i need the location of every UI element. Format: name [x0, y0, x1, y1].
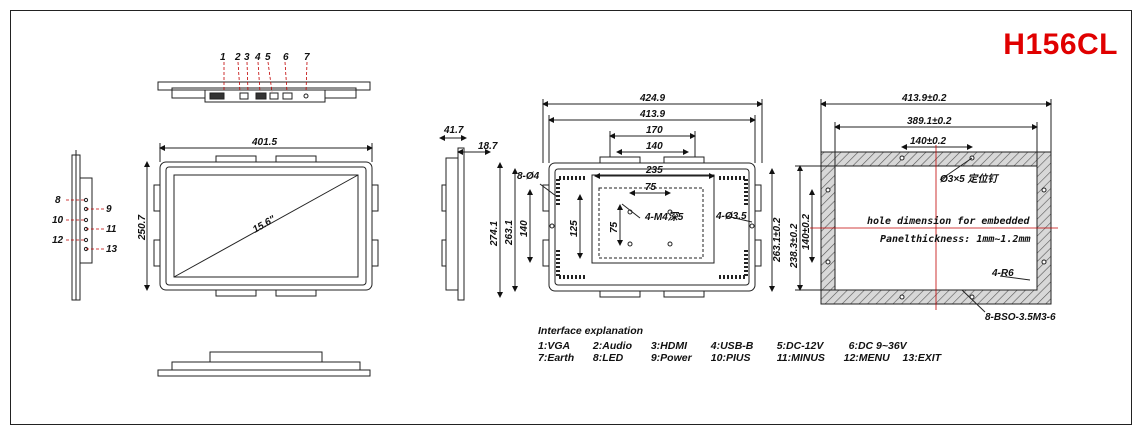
- top-view-port-numbers: 1 2 3 4 5 6 7: [220, 52, 310, 63]
- legend-item: 4:USB-B: [710, 340, 754, 352]
- legend-item: 1:VGA: [538, 340, 571, 352]
- legend-item: 8:LED: [592, 352, 624, 364]
- front-height: 250.7: [137, 215, 148, 241]
- legend-item: 9:Power: [650, 352, 692, 364]
- back-width: 413.9: [639, 109, 665, 120]
- profile-depth-total: 41.7: [443, 125, 464, 136]
- back-height: 263.1: [504, 220, 515, 246]
- back-vesa-small-height: 75: [609, 221, 620, 233]
- cutout-note-line1: hole dimension for embedded: [867, 215, 1031, 227]
- legend-item: 6:DC 9~36V: [848, 340, 907, 352]
- legend-item: 12:MENU: [843, 352, 890, 364]
- back-view: [497, 99, 775, 298]
- cutout-outer-width: 413.9±0.2: [901, 93, 947, 104]
- legend-item: 7:Earth: [538, 352, 575, 364]
- back-height-inner: 140: [519, 220, 530, 237]
- cutout-standoff: 8-BSO-3.5M3-6: [985, 312, 1056, 323]
- port-number-3: 3: [244, 52, 250, 63]
- back-right-height: 263.1±0.2: [772, 217, 783, 263]
- port-number-11: 11: [106, 224, 117, 235]
- drawing-frame: [10, 10, 1132, 425]
- front-width: 401.5: [251, 137, 277, 148]
- port-number-12: 12: [52, 235, 64, 246]
- legend-item: 13:EXIT: [902, 352, 942, 364]
- cutout-pin-height: 140±0.2: [801, 213, 812, 250]
- back-overall-width: 424.9: [639, 93, 665, 104]
- port-number-1: 1: [220, 52, 226, 63]
- back-overall-height: 274.1: [489, 221, 500, 247]
- side-holes-note: 4-Ø3.5: [715, 211, 747, 222]
- back-hole-spacing: 235: [645, 165, 663, 176]
- cutout-note-line2: Panelthickness: 1mm~1.2mm: [880, 233, 1031, 245]
- screen-diagonal: 15.6": [251, 214, 278, 236]
- port-number-8: 8: [55, 195, 61, 206]
- cutout-pin-spacing: 140±0.2: [910, 136, 947, 147]
- back-vesa-outer: 170: [646, 125, 663, 136]
- profile-view: [439, 135, 491, 301]
- screw-holes-note: 4-M4深5: [644, 211, 684, 223]
- back-vesa-inner: 140: [646, 141, 663, 152]
- port-number-9: 9: [106, 204, 112, 215]
- legend-item: 11:MINUS: [776, 352, 825, 364]
- corner-holes-note: 8-Ø4: [517, 171, 540, 182]
- cutout-pin-note: Ø3×5 定位钉: [940, 173, 1000, 185]
- legend-item: 5:DC-12V: [776, 340, 824, 352]
- interface-legend: Interface explanation 1:VGA 2:Audio 3:HD…: [538, 325, 941, 364]
- port-number-7: 7: [304, 52, 310, 63]
- port-number-6: 6: [283, 52, 289, 63]
- port-number-4: 4: [254, 52, 261, 63]
- legend-row-2: 7:Earth 8:LED 9:Power 10:PIUS 11:MINUS 1…: [538, 352, 941, 364]
- port-number-2: 2: [234, 52, 241, 63]
- port-number-13: 13: [106, 244, 118, 255]
- cutout-inner-width: 389.1±0.2: [907, 116, 952, 127]
- front-view: [144, 143, 379, 297]
- legend-title: Interface explanation: [538, 325, 644, 337]
- side-view: [71, 150, 93, 301]
- model-title: H156CL: [1003, 28, 1118, 61]
- port-number-10: 10: [52, 215, 64, 226]
- legend-item: 3:HDMI: [650, 340, 688, 352]
- legend-item: 2:Audio: [592, 340, 632, 352]
- legend-item: 10:PIUS: [710, 352, 751, 364]
- top-view: [157, 81, 371, 103]
- bottom-view: [157, 351, 371, 377]
- profile-depth-body: 18.7: [478, 141, 498, 152]
- cutout-view: [795, 99, 1058, 313]
- back-height-mid: 125: [569, 220, 580, 237]
- top-view-leaders: [223, 61, 308, 93]
- cutout-radius: 4-R6: [991, 268, 1014, 279]
- cutout-outer-height: 238.3±0.2: [789, 223, 800, 269]
- port-number-5: 5: [265, 52, 271, 63]
- back-vesa-small: 75: [645, 182, 657, 193]
- legend-row-1: 1:VGA 2:Audio 3:HDMI 4:USB-B 5:DC-12V 6:…: [538, 340, 941, 352]
